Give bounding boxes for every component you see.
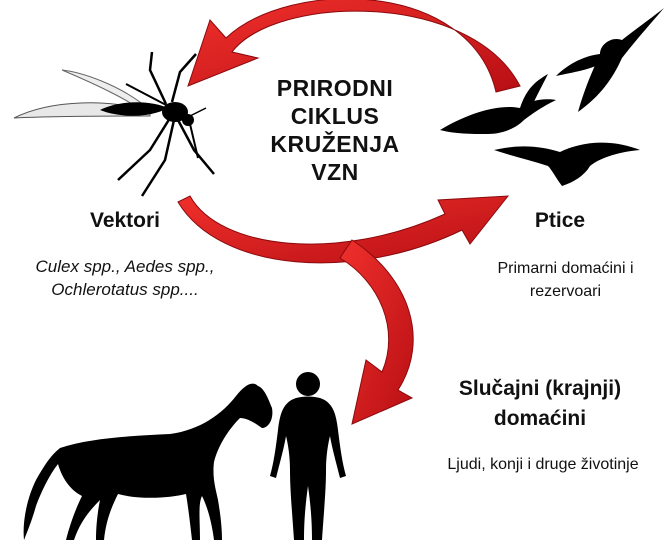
arrow-to-incidental-hosts <box>340 240 413 424</box>
birds-description-line: rezervoari <box>478 280 653 303</box>
vectors-description: Culex spp., Aedes spp., Ochlerotatus spp… <box>0 255 250 301</box>
cycle-title: PRIRODNI CIKLUS KRUŽENJA VZN <box>250 74 420 186</box>
incidental-hosts-title-line: Slučajni (krajnji) <box>415 374 665 404</box>
incidental-hosts-title: Slučajni (krajnji) domaćini <box>415 374 665 434</box>
cycle-title-line: VZN <box>250 158 420 186</box>
human-icon <box>270 372 346 540</box>
birds-description: Primarni domaćini i rezervoari <box>478 257 653 303</box>
vectors-description-line: Culex spp., Aedes spp., <box>0 255 250 278</box>
vectors-title: Vektori <box>40 209 210 233</box>
mosquito-icon <box>14 52 214 196</box>
incidental-hosts-title-line: domaćini <box>415 404 665 434</box>
cycle-title-line: CIKLUS <box>250 102 420 130</box>
cycle-title-line: KRUŽENJA <box>250 130 420 158</box>
birds-title: Ptice <box>505 209 615 233</box>
birds-description-line: Primarni domaćini i <box>478 257 653 280</box>
horse-icon <box>24 384 273 540</box>
incidental-hosts-description: Ljudi, konji i druge životinje <box>418 456 668 474</box>
bird-icon <box>440 8 664 186</box>
vectors-description-line: Ochlerotatus spp.... <box>0 278 250 301</box>
cycle-title-line: PRIRODNI <box>250 74 420 102</box>
